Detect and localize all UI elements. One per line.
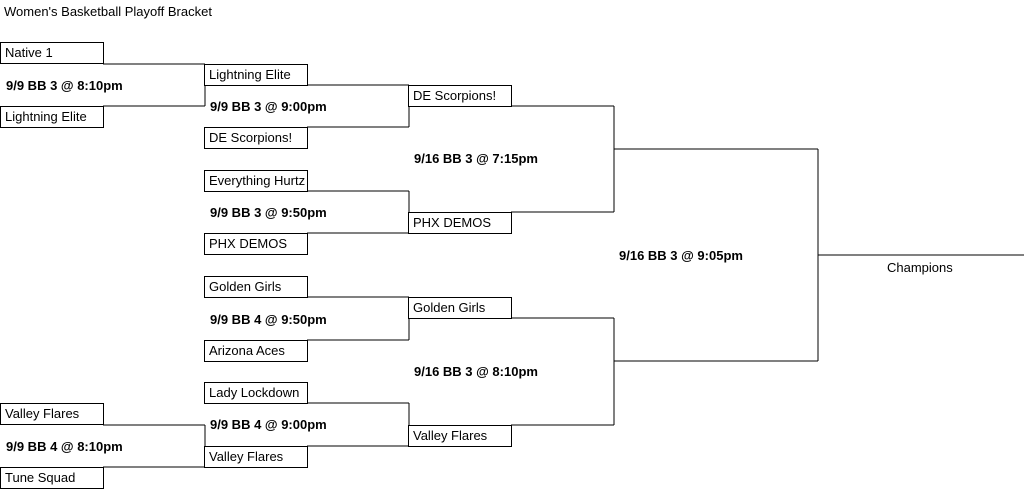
team-slot: PHX DEMOS <box>204 233 308 255</box>
team-slot: Lightning Elite <box>0 106 104 128</box>
final-game-label: 9/16 BB 3 @ 9:05pm <box>619 248 743 263</box>
game-label: 9/9 BB 3 @ 8:10pm <box>6 78 123 93</box>
game-label: 9/9 BB 3 @ 9:50pm <box>210 205 327 220</box>
game-label: 9/9 BB 4 @ 9:00pm <box>210 417 327 432</box>
team-slot: Native 1 <box>0 42 104 64</box>
team-slot: Tune Squad <box>0 467 104 489</box>
team-slot: Valley Flares <box>204 446 308 468</box>
team-slot: Lady Lockdown <box>204 382 308 404</box>
team-slot: Valley Flares <box>0 403 104 425</box>
team-slot: DE Scorpions! <box>408 85 512 107</box>
team-slot: Arizona Aces <box>204 340 308 362</box>
game-label: 9/16 BB 3 @ 8:10pm <box>414 364 538 379</box>
team-slot: Golden Girls <box>408 297 512 319</box>
bracket-title: Women's Basketball Playoff Bracket <box>4 4 212 19</box>
game-label: 9/9 BB 4 @ 8:10pm <box>6 439 123 454</box>
team-slot: DE Scorpions! <box>204 127 308 149</box>
team-slot: Valley Flares <box>408 425 512 447</box>
game-label: 9/16 BB 3 @ 7:15pm <box>414 151 538 166</box>
team-slot: Lightning Elite <box>204 64 308 86</box>
team-slot: Everything Hurtz <box>204 170 308 192</box>
game-label: 9/9 BB 3 @ 9:00pm <box>210 99 327 114</box>
champions-label: Champions <box>887 260 953 275</box>
game-label: 9/9 BB 4 @ 9:50pm <box>210 312 327 327</box>
team-slot: Golden Girls <box>204 276 308 298</box>
team-slot: PHX DEMOS <box>408 212 512 234</box>
